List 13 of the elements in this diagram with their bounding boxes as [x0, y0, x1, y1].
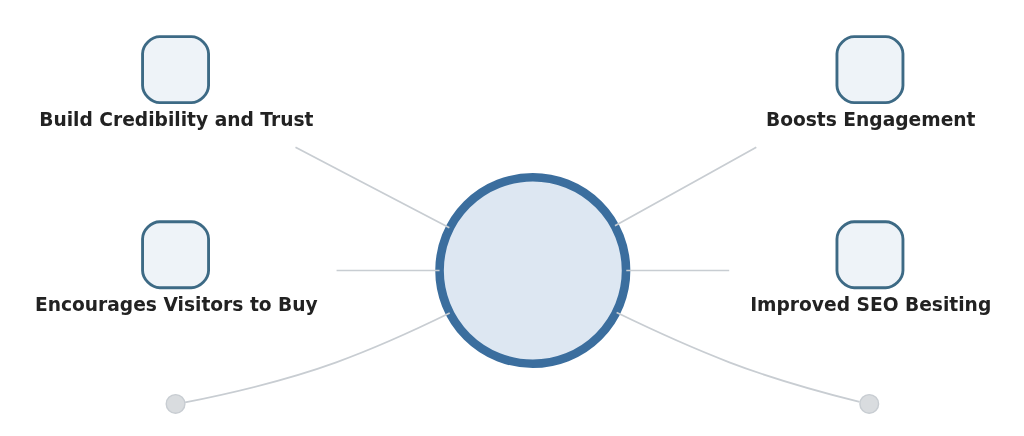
- node-label: Build Credibility and Trust: [39, 108, 314, 130]
- node-label: Boosts Engagement: [765, 108, 976, 130]
- connector: [184, 311, 451, 403]
- node-circle: [435, 172, 631, 368]
- node-circle: [859, 393, 880, 414]
- connector: [294, 145, 451, 229]
- node-label: Improved SEO Besiting: [750, 293, 992, 315]
- node-label: Encourages Visitors to Buy: [34, 293, 318, 315]
- connector: [614, 145, 758, 227]
- connector: [615, 311, 861, 403]
- connector: [625, 269, 731, 271]
- node-circle: [165, 393, 186, 414]
- connector: [335, 269, 441, 271]
